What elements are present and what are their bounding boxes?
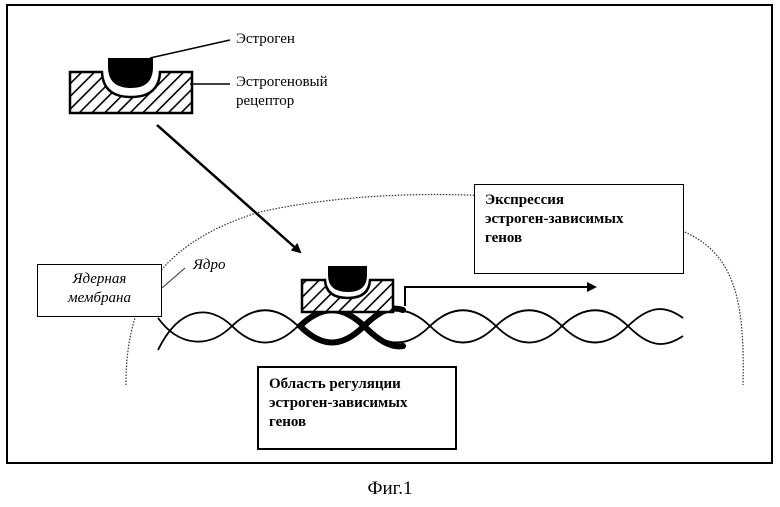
dna-double-helix [157,308,684,351]
receptor-complex-top [68,58,194,115]
estrogen-label: Эстроген [236,30,295,49]
expression-label-line1: Экспрессия [485,192,564,208]
receptor-bottom [300,278,395,314]
nucleus-label-text: Ядро [193,257,226,273]
estrogen-molecule-bottom [328,266,367,292]
region-label-line2: эстроген-зависимых [269,395,408,411]
figure-frame [6,4,773,464]
expression-label-line2: эстроген-зависимых [485,211,624,227]
regulatory-region-dna [297,305,406,350]
nucleus-label: Ядро [193,256,225,275]
expression-label-box: Экспрессия эстроген-зависимых генов [474,184,684,274]
translocation-arrow [156,124,302,254]
receptor-label-line1: Эстрогеновый [236,74,328,90]
membrane-label-box: Ядерная мембрана [37,264,162,317]
receptor-label: Эстрогеновый рецептор [236,73,328,111]
expression-arrow [404,282,597,306]
region-label-line3: генов [269,414,307,430]
region-label-line1: Область регуляции [269,376,401,392]
membrane-label-line1: Ядерная [72,271,127,287]
estrogen-pointer [149,39,231,59]
figure-caption: Фиг.1 [367,478,413,499]
estrogen-molecule-top [108,58,153,88]
membrane-pointer [161,267,186,289]
receptor-top [68,70,194,115]
membrane-label-line2: мембрана [68,290,131,306]
dna-strand-1 [157,309,684,351]
receptor-complex-bottom [300,266,395,314]
expression-label-line3: генов [485,230,523,246]
dna-strand-2 [157,308,684,344]
receptor-label-line2: рецептор [236,93,295,109]
estrogen-label-text: Эстроген [236,31,295,47]
region-label-box: Область регуляции эстроген-зависимых ген… [257,366,457,450]
